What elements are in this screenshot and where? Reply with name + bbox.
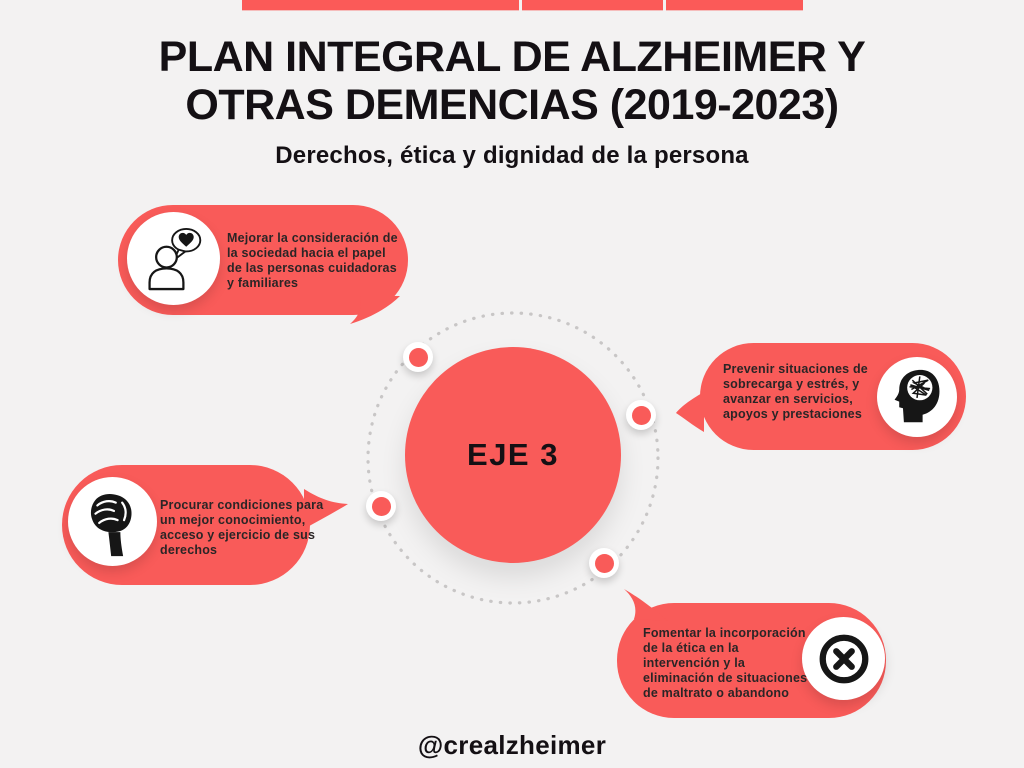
icon-circle (877, 357, 957, 437)
orbit-dot-core (594, 553, 614, 573)
raised-fist-icon (90, 493, 132, 556)
orbit-dot-core (631, 405, 651, 425)
center-circle: EJE 3 (405, 347, 621, 563)
page-subtitle: Derechos, ética y dignidad de la persona (275, 142, 749, 169)
orbit-dot-core (371, 496, 391, 516)
center-label: EJE 3 (467, 437, 559, 472)
bubble-text: Prevenir situaciones de sobrecarga y est… (723, 362, 868, 421)
stressed-mind-icon (894, 369, 940, 423)
top-bar-segment (666, 0, 803, 10)
icon-circle (68, 477, 157, 566)
bubble-tail (350, 296, 400, 324)
person-heart-icon (147, 227, 201, 290)
footer-handle: @crealzheimer (417, 730, 607, 760)
bubble-text: Procurar condiciones para un mejor conoc… (160, 498, 324, 557)
orbit-dot-bottom-right (589, 548, 619, 578)
top-accent-bar (242, 0, 803, 10)
crossed-circle-icon (819, 634, 868, 683)
bubble-text: Fomentar la incorporación de la ética en… (643, 626, 808, 700)
icon-circle (802, 617, 885, 700)
bubble-tail (624, 589, 668, 621)
orbit-dot-top-left (403, 342, 433, 372)
bubble-tail (676, 392, 704, 432)
orbit-dot-left (366, 491, 396, 521)
page-title-line-2: OTRAS DEMENCIAS (2019-2023) (185, 81, 839, 129)
orbit-dot-core (408, 347, 428, 367)
icon-circle (127, 212, 220, 305)
top-bar-segment (242, 0, 519, 10)
orbit-ring (366, 311, 660, 605)
bubble-tail (304, 489, 348, 529)
orbit-dot-right (626, 400, 656, 430)
bubble-text: Mejorar la consideración de la sociedad … (227, 231, 398, 290)
page-title-line-1: PLAN INTEGRAL DE ALZHEIMER Y (158, 33, 866, 81)
page-title: PLAN INTEGRAL DE ALZHEIMER Y OTRAS DEMEN… (0, 33, 1024, 129)
top-bar-segment (522, 0, 663, 10)
